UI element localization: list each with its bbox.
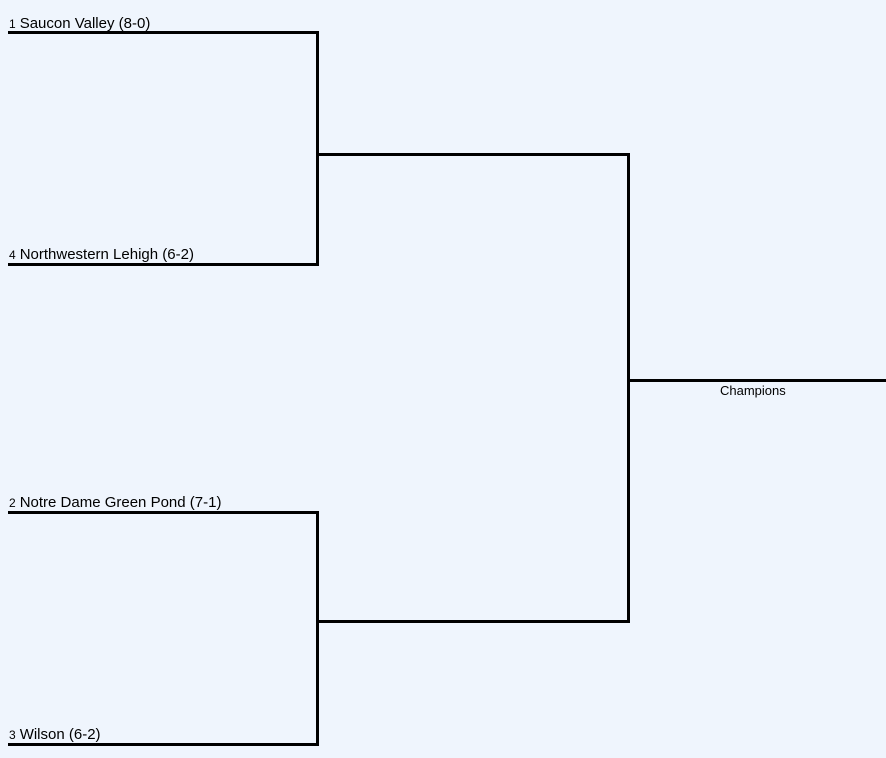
seed-number: 4 [9, 248, 16, 262]
entry-underline-seed-1 [8, 31, 319, 34]
entry-underline-seed-3 [8, 743, 319, 746]
seed-number: 1 [9, 17, 16, 31]
connector-vertical-bottom-semifinal [316, 511, 319, 746]
connector-vertical-top-semifinal [316, 31, 319, 266]
final-slot-line-top [316, 153, 630, 156]
final-slot-line-bottom [316, 620, 630, 623]
champion-line [627, 379, 886, 382]
team-name: Northwestern Lehigh (6-2) [19, 246, 194, 263]
seed-number: 2 [9, 496, 16, 510]
team-name: Wilson (6-2) [19, 726, 101, 743]
seed-number: 3 [9, 728, 16, 742]
entry-underline-seed-4 [8, 263, 319, 266]
champion-label: Champions [720, 383, 786, 398]
team-name: Notre Dame Green Pond (7-1) [19, 494, 222, 511]
connector-vertical-final [627, 153, 630, 623]
team-name: Saucon Valley (8-0) [19, 15, 151, 32]
entry-underline-seed-2 [8, 511, 319, 514]
